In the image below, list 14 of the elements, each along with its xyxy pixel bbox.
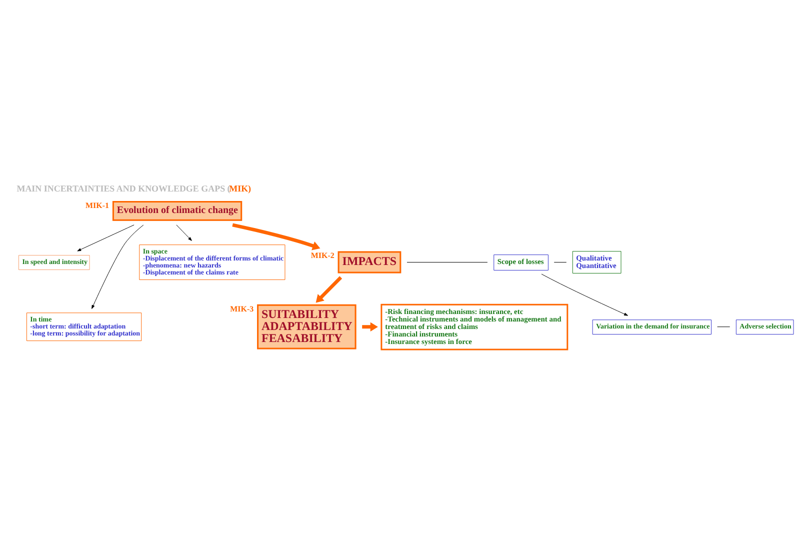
node-label: MIK-2 bbox=[310, 251, 334, 260]
node-label: MIK-3 bbox=[230, 304, 254, 314]
arrow bbox=[91, 224, 144, 309]
node-label: MIK-1 bbox=[85, 200, 109, 210]
connector bbox=[406, 262, 488, 263]
arrow bbox=[540, 274, 628, 316]
diagram-title: MAIN INCERTAINTIES AND KNOWLEDGE GAPS (MIK) bbox=[16, 184, 251, 194]
connector bbox=[716, 326, 730, 328]
arrow bbox=[176, 224, 192, 241]
arrow bbox=[232, 223, 320, 250]
arrow bbox=[362, 322, 378, 332]
arrow bbox=[315, 276, 342, 303]
connector bbox=[553, 262, 566, 263]
arrow bbox=[76, 224, 134, 252]
